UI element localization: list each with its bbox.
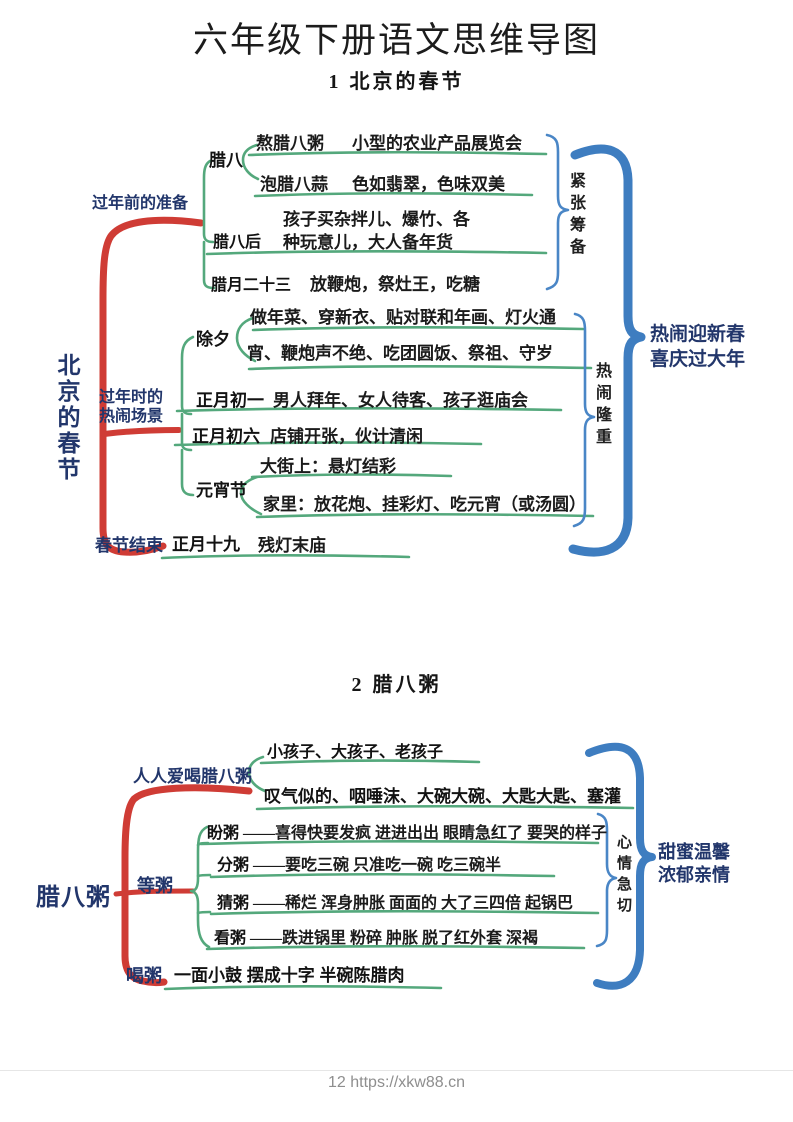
map2-drink-body: 一面小鼓 摆成十字 半碗陈腊肉 (174, 966, 405, 985)
map1-scene-summary: 热闹隆重 (593, 362, 610, 450)
map2-wait-label: 等粥 (137, 876, 173, 896)
map1-title: 1 北京的春节 (328, 71, 465, 93)
footer-divider (0, 1070, 793, 1071)
map2-wait-row-head: 猜粥 (217, 895, 250, 912)
map2-wait-row-head: 看粥 (214, 930, 247, 947)
map2-wait-row-head: 盼粥 (207, 825, 240, 842)
map1-theme-line2: 喜庆过大年 (650, 349, 746, 370)
map2-love-line1: 小孩子、大孩子、老孩子 (267, 744, 444, 761)
map1-afterlaba-line2: 种玩意儿，大人备年货 (283, 233, 453, 252)
map2-green-connectors (163, 755, 635, 991)
map1-theme-line1: 热闹迎新春 (650, 324, 746, 345)
map2-wait-row-body: ——稀烂 浑身肿胀 面面的 大了三四倍 起锅巴 (253, 895, 574, 912)
map2-wait-row-body: ——喜得快要发疯 进进出出 眼睛急红了 要哭的样子 (243, 825, 608, 842)
map1-yuanxiao-label: 元宵节 (196, 481, 247, 500)
map1-yuanxiao-street: 大街上：悬灯结彩 (260, 457, 396, 476)
map2-wait-row-body: ——跌进锅里 粉碎 肿胀 脱了红外套 深褐 (250, 930, 539, 947)
map2-drink-label: 喝粥 (126, 966, 162, 986)
map2-theme-brace (585, 742, 656, 990)
map1-chuyi-label: 正月初一 (196, 391, 264, 410)
map1-laba-item1-head: 熬腊八粥 (256, 134, 324, 153)
map1-chuyi-body: 男人拜年、女人待客、孩子逛庙会 (273, 391, 528, 410)
map1-branch-prep-label: 过年前的准备 (92, 195, 189, 212)
map2-wait-row-head: 分粥 (217, 857, 250, 874)
map2-theme-line2: 浓郁亲情 (658, 865, 730, 885)
map2-theme-line1: 甜蜜温馨 (658, 842, 730, 862)
page-title: 六年级下册语文思维导图 (192, 21, 600, 60)
map1-branch-scene-label-1: 过年时的 (99, 389, 164, 406)
map1-end-body: 残灯末庙 (258, 536, 326, 555)
map1-laba-item2-body: 色如翡翠，色味双美 (352, 175, 505, 194)
map1-afterlaba-label: 腊八后 (213, 234, 262, 251)
map1-chuxi-line1: 做年菜、穿新衣、贴对联和年画、灯火通 (250, 308, 556, 327)
map1-yuanxiao-home: 家里：放花炮、挂彩灯、吃元宵（或汤圆） (263, 495, 586, 514)
map2-red-branch (113, 784, 253, 987)
map1-laba-item1-body: 小型的农业产品展览会 (352, 134, 522, 153)
map1-chuliu-label: 正月初六 (192, 427, 260, 446)
map1-branch-scene-label-2: 热闹场景 (99, 408, 164, 425)
map1-chuxi-label: 除夕 (196, 330, 230, 349)
map2-love-line2: 叹气似的、咽唾沫、大碗大碗、大匙大匙、塞灌 (264, 787, 621, 806)
map2-wait-summary: 心情急切 (615, 834, 631, 918)
map1-branch-end-label: 春节结束 (95, 536, 163, 555)
map1-theme-brace (568, 144, 646, 557)
map1-afterlaba-line1: 孩子买杂拌儿、爆竹、各 (283, 210, 470, 229)
map1-layue23-label: 腊月二十三 (211, 277, 292, 294)
map2-root: 腊八粥 (36, 884, 111, 911)
map1-green-connectors (160, 143, 595, 560)
map1-layue23-body: 放鞭炮，祭灶王，吃糖 (310, 275, 480, 294)
map2-small-brace (595, 812, 618, 948)
footer-url: 12 https://xkw88.cn (328, 1074, 465, 1091)
map1-chuliu-body: 店铺开张，伙计清闲 (270, 427, 423, 446)
map1-end-head: 正月十九 (172, 535, 240, 554)
map2-wait-row-body: ——要吃三碗 只准吃一碗 吃三碗半 (253, 857, 502, 874)
map1-laba-item2-head: 泡腊八蒜 (260, 175, 328, 194)
map1-root: 北京的春节 (54, 353, 80, 483)
map1-small-braces (545, 133, 596, 528)
map1-laba-label: 腊八 (209, 151, 243, 170)
map2-title: 2 腊八粥 (351, 674, 442, 696)
map1-prep-summary: 紧张筹备 (567, 172, 584, 260)
map2-love-label: 人人爱喝腊八粥 (133, 767, 252, 786)
map1-chuxi-line2: 宵、鞭炮声不绝、吃团圆饭、祭祖、守岁 (247, 344, 553, 363)
map1-red-branch (99, 216, 205, 556)
